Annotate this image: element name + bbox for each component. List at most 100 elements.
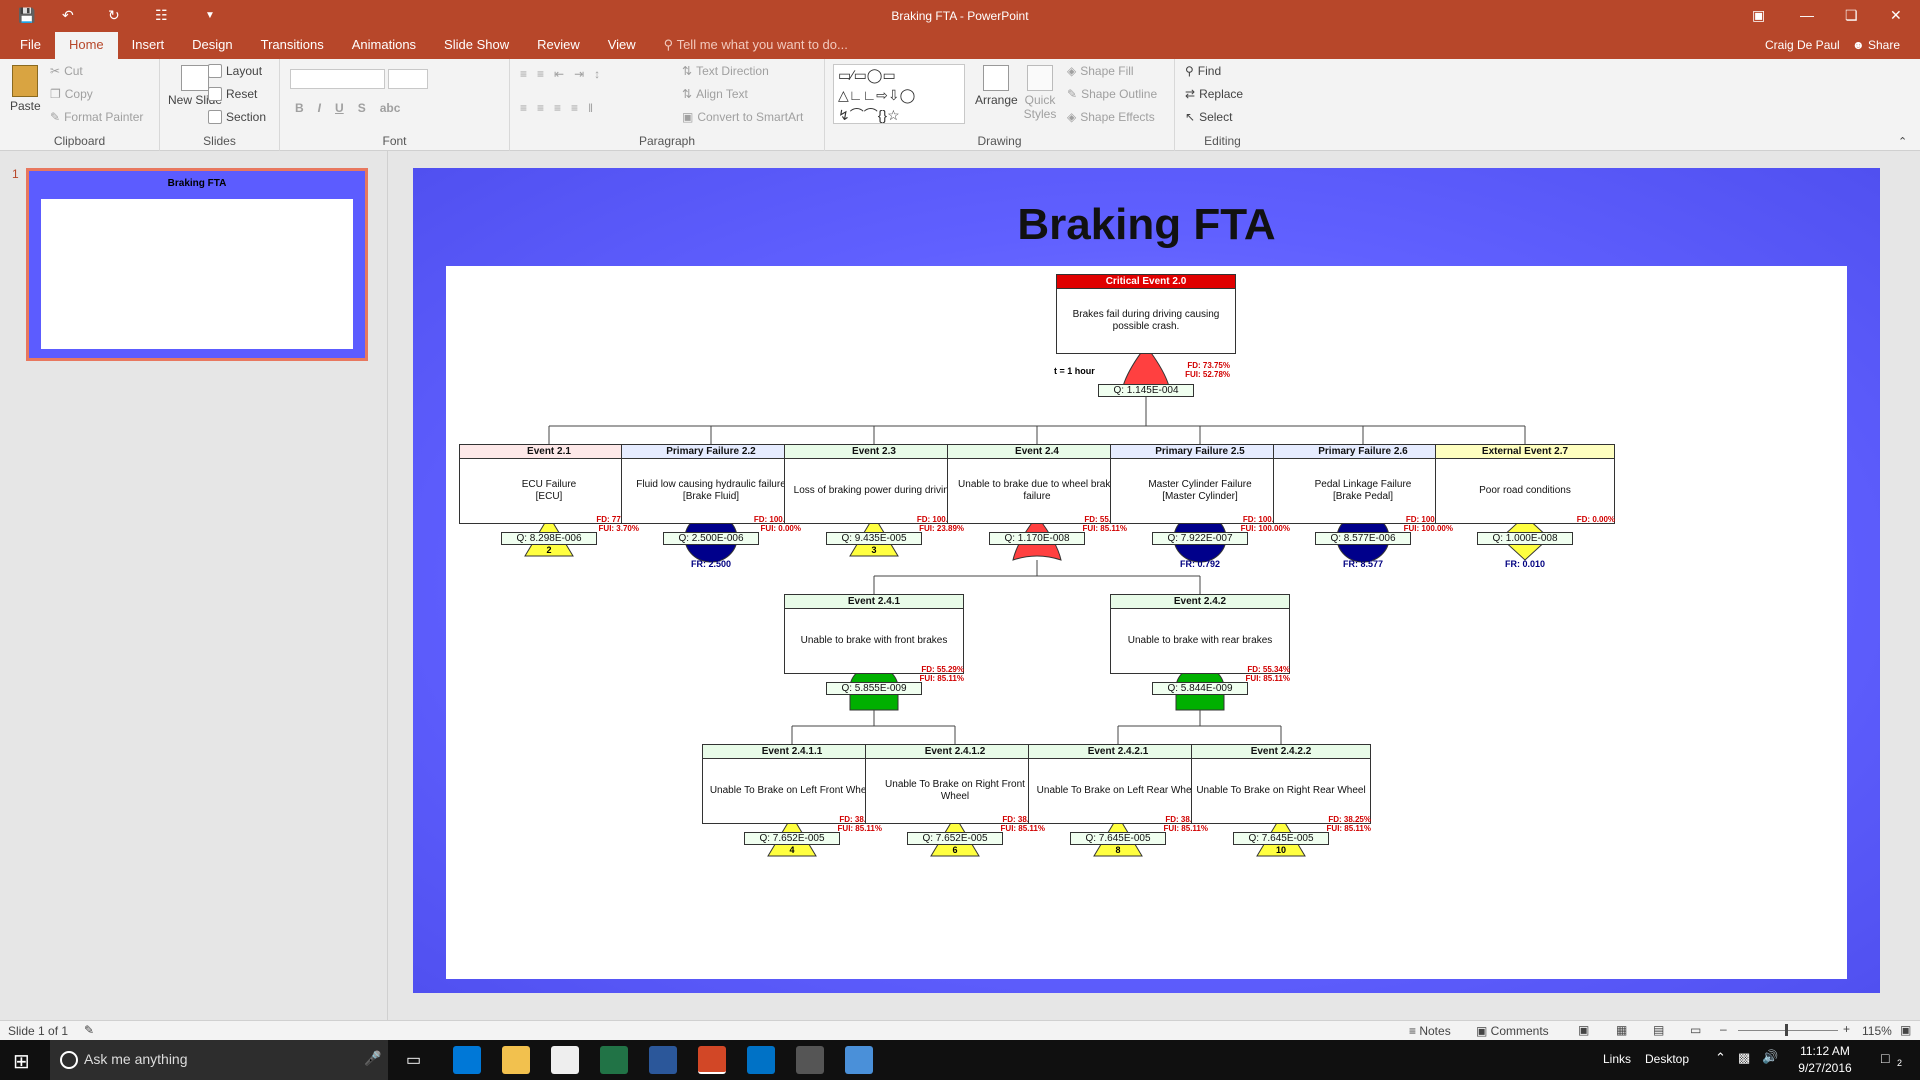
- action-center-icon[interactable]: □: [1881, 1050, 1890, 1066]
- shapes-gallery[interactable]: ▭∕▭◯▭△∟∟⇨⇩◯↯⌒⌒{}☆: [833, 64, 965, 124]
- align-text-button[interactable]: ⇅Align Text: [682, 87, 748, 101]
- align-center-icon[interactable]: ≡: [537, 101, 545, 115]
- shape-effects-button[interactable]: ◈Shape Effects: [1067, 110, 1155, 124]
- normal-view-icon[interactable]: ▣: [1578, 1023, 1590, 1037]
- excel-icon[interactable]: [600, 1046, 628, 1074]
- format-painter-button[interactable]: ✎Format Painter: [50, 110, 143, 124]
- outlook-icon[interactable]: [747, 1046, 775, 1074]
- tab-slide-show[interactable]: Slide Show: [444, 37, 510, 52]
- justify-icon[interactable]: ≡: [571, 101, 579, 115]
- columns-icon[interactable]: ‖: [588, 101, 594, 115]
- desktop-toolbar[interactable]: Desktop: [1645, 1052, 1690, 1066]
- underline-icon[interactable]: U: [335, 101, 344, 115]
- volume-icon[interactable]: 🔊: [1762, 1049, 1779, 1064]
- task-view-icon[interactable]: ▭: [406, 1052, 422, 1069]
- comments-button[interactable]: ▣ Comments: [1476, 1024, 1549, 1038]
- network-icon[interactable]: ▩: [1738, 1050, 1751, 1065]
- strikethrough-icon[interactable]: abc: [379, 101, 401, 115]
- slide-title[interactable]: Braking FTA: [1017, 200, 1276, 249]
- tab-transitions[interactable]: Transitions: [260, 37, 324, 52]
- bold-icon[interactable]: B: [295, 101, 304, 115]
- collapse-ribbon-icon[interactable]: ⌃: [1898, 136, 1908, 148]
- store-icon[interactable]: [551, 1046, 579, 1074]
- tell-me-box[interactable]: ⚲ Tell me what you want to do...: [650, 32, 862, 59]
- shape-outline-button[interactable]: ✎Shape Outline: [1067, 87, 1157, 101]
- cortana-search[interactable]: Ask me anything 🎤: [50, 1040, 388, 1080]
- spellcheck-icon[interactable]: ✎: [84, 1023, 95, 1037]
- user-name[interactable]: Craig De Paul: [1765, 38, 1840, 52]
- close-icon[interactable]: ✕: [1890, 7, 1902, 23]
- font-size-input[interactable]: [388, 69, 428, 89]
- slideshow-view-icon[interactable]: ▭: [1690, 1023, 1702, 1037]
- slide-sorter-icon[interactable]: ▦: [1616, 1023, 1628, 1037]
- microphone-icon[interactable]: 🎤: [364, 1050, 382, 1066]
- tab-review[interactable]: Review: [537, 37, 580, 52]
- tray-chevron-icon[interactable]: ⌃: [1715, 1050, 1726, 1065]
- save-icon[interactable]: 💾: [18, 7, 36, 23]
- align-right-icon[interactable]: ≡: [554, 101, 562, 115]
- paste-button[interactable]: Paste: [10, 65, 41, 113]
- tab-home[interactable]: Home: [54, 32, 118, 59]
- arrange-button[interactable]: Arrange: [975, 65, 1018, 107]
- bullets-icon[interactable]: ≡: [520, 67, 528, 81]
- shape-fill-button[interactable]: ◈Shape Fill: [1067, 64, 1134, 78]
- tab-insert[interactable]: Insert: [131, 37, 165, 52]
- tab-view[interactable]: View: [607, 37, 636, 52]
- start-slideshow-icon[interactable]: ☷: [155, 7, 168, 23]
- numbering-icon[interactable]: ≡: [537, 67, 545, 81]
- maximize-icon[interactable]: ❏: [1845, 7, 1858, 23]
- section-button[interactable]: Section: [208, 110, 266, 124]
- slide-thumbnail[interactable]: Braking FTA: [26, 168, 368, 361]
- copy-button[interactable]: ❐Copy: [50, 87, 93, 101]
- remote-desktop-icon[interactable]: [845, 1046, 873, 1074]
- select-button[interactable]: ↖Select: [1185, 110, 1232, 124]
- notes-button[interactable]: ≡ Notes: [1409, 1024, 1451, 1038]
- customize-qat-icon[interactable]: ▼: [205, 10, 215, 21]
- fit-slide-icon[interactable]: ▣: [1900, 1023, 1912, 1037]
- reading-view-icon[interactable]: ▤: [1653, 1023, 1665, 1037]
- find-button[interactable]: ⚲Find: [1185, 64, 1221, 78]
- font-family-input[interactable]: [290, 69, 385, 89]
- replace-button[interactable]: ⇄Replace: [1185, 87, 1243, 101]
- ribbon-options-icon[interactable]: ▣: [1752, 7, 1766, 23]
- clock-time[interactable]: 11:12 AM: [1800, 1044, 1850, 1058]
- photos-icon[interactable]: [796, 1046, 824, 1074]
- line-spacing-icon[interactable]: ↕: [594, 67, 601, 81]
- links-toolbar[interactable]: Links: [1603, 1052, 1632, 1066]
- decrease-indent-icon[interactable]: ⇤: [554, 67, 565, 81]
- word-icon[interactable]: [649, 1046, 677, 1074]
- zoom-slider[interactable]: [1738, 1024, 1838, 1036]
- shadow-icon[interactable]: S: [357, 101, 366, 115]
- undo-icon[interactable]: ↶: [62, 7, 74, 23]
- zoom-in-icon[interactable]: +: [1843, 1022, 1851, 1036]
- smartart-button[interactable]: ▣Convert to SmartArt: [682, 110, 803, 124]
- tab-design[interactable]: Design: [192, 37, 233, 52]
- zoom-level[interactable]: 115%: [1862, 1024, 1892, 1038]
- quick-styles-button[interactable]: Quick Styles: [1020, 65, 1060, 121]
- new-slide-button[interactable]: New Slide: [168, 65, 222, 107]
- file-explorer-icon[interactable]: [502, 1046, 530, 1074]
- increase-indent-icon[interactable]: ⇥: [574, 67, 585, 81]
- cut-button[interactable]: ✂Cut: [50, 64, 83, 78]
- share-button[interactable]: ☻ Share: [1852, 38, 1900, 52]
- clock-date[interactable]: 9/27/2016: [1798, 1061, 1852, 1075]
- align-left-icon[interactable]: ≡: [520, 101, 528, 115]
- powerpoint-icon[interactable]: [698, 1046, 726, 1074]
- layout-button[interactable]: Layout: [208, 64, 262, 78]
- edge-icon[interactable]: [453, 1046, 481, 1074]
